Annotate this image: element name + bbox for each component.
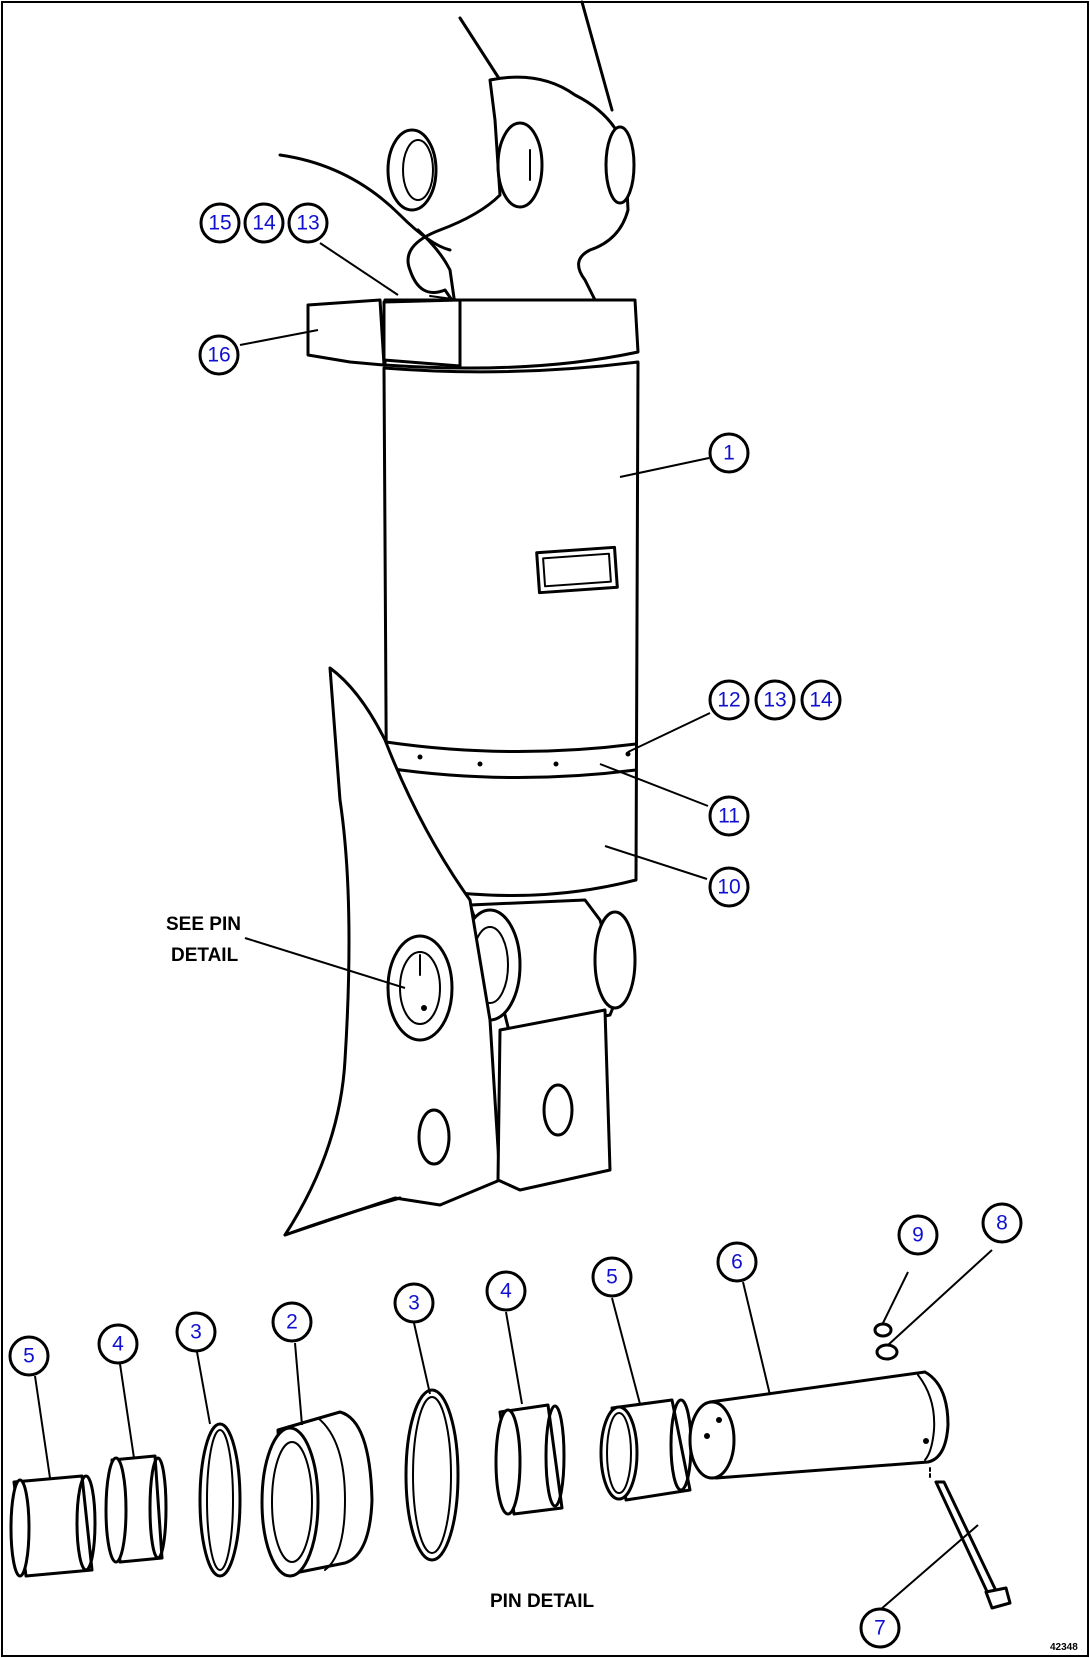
callout-13: 13 <box>287 202 329 244</box>
nut-9 <box>873 1322 893 1338</box>
svg-text:12: 12 <box>717 689 740 712</box>
see-pin-detail-note-line2: DETAIL <box>171 945 239 966</box>
cylinder-body <box>382 360 640 897</box>
callout-8: 8 <box>981 1202 1023 1244</box>
callout-1: 1 <box>708 432 750 474</box>
svg-text:4: 4 <box>112 1333 124 1356</box>
pin-6 <box>688 1370 950 1480</box>
callout-11: 11 <box>708 795 750 837</box>
callout-9: 9 <box>897 1214 939 1256</box>
snap-ring-3-right <box>404 1388 460 1562</box>
callout-14: 14 <box>243 202 285 244</box>
svg-text:2: 2 <box>286 1311 298 1334</box>
svg-text:3: 3 <box>190 1321 202 1344</box>
svg-text:16: 16 <box>207 344 230 367</box>
seal-4-left <box>104 1454 168 1564</box>
callout-3-right: 3 <box>393 1282 435 1324</box>
svg-text:13: 13 <box>296 212 319 235</box>
callout-16: 16 <box>198 334 240 376</box>
callout-3-left: 3 <box>175 1311 217 1353</box>
pin-detail-caption: PIN DETAIL <box>490 1591 595 1612</box>
callout-5-left: 5 <box>8 1335 50 1377</box>
callout-14b: 14 <box>800 679 842 721</box>
svg-text:15: 15 <box>208 212 231 235</box>
callout-4-right: 4 <box>485 1270 527 1312</box>
callout-15: 15 <box>199 202 241 244</box>
svg-text:14: 14 <box>809 689 833 712</box>
callout-balloons: 15 14 13 16 1 12 13 14 11 10 9 8 6 5 4 3… <box>8 202 1023 1649</box>
svg-text:3: 3 <box>408 1292 420 1315</box>
svg-text:14: 14 <box>252 212 276 235</box>
svg-text:11: 11 <box>718 805 740 828</box>
callout-4-left: 4 <box>97 1323 139 1365</box>
upper-linkage-arm <box>278 0 636 314</box>
callout-7: 7 <box>859 1607 901 1649</box>
see-pin-detail-note-line1: SEE PIN <box>166 914 241 935</box>
svg-text:9: 9 <box>912 1224 924 1247</box>
bushing-5-left <box>9 1474 97 1578</box>
callout-12: 12 <box>708 679 750 721</box>
bushing-5-right <box>599 1398 693 1502</box>
svg-text:5: 5 <box>23 1345 35 1368</box>
cylinder-top-cap <box>306 295 640 370</box>
bolt-7 <box>929 1467 1012 1610</box>
svg-text:13: 13 <box>763 689 786 712</box>
shank-bracket <box>283 666 637 1237</box>
seal-4-right <box>494 1403 566 1516</box>
svg-text:1: 1 <box>723 442 735 465</box>
svg-text:7: 7 <box>874 1617 886 1640</box>
pin-parts <box>9 1322 1012 1610</box>
callout-2: 2 <box>271 1301 313 1343</box>
svg-text:6: 6 <box>731 1251 743 1274</box>
svg-text:4: 4 <box>500 1280 512 1303</box>
spherical-bearing-2 <box>260 1410 374 1578</box>
callout-5-right: 5 <box>591 1256 633 1298</box>
callout-10: 10 <box>708 866 750 908</box>
drawing-id: 42348 <box>1050 1642 1078 1653</box>
svg-text:8: 8 <box>996 1212 1008 1235</box>
callout-6: 6 <box>716 1241 758 1283</box>
leader-lines <box>34 242 993 1611</box>
snap-ring-3-left <box>198 1422 242 1578</box>
svg-text:10: 10 <box>717 876 740 899</box>
washer-8 <box>875 1343 899 1361</box>
callout-13b: 13 <box>754 679 796 721</box>
svg-text:5: 5 <box>606 1266 618 1289</box>
